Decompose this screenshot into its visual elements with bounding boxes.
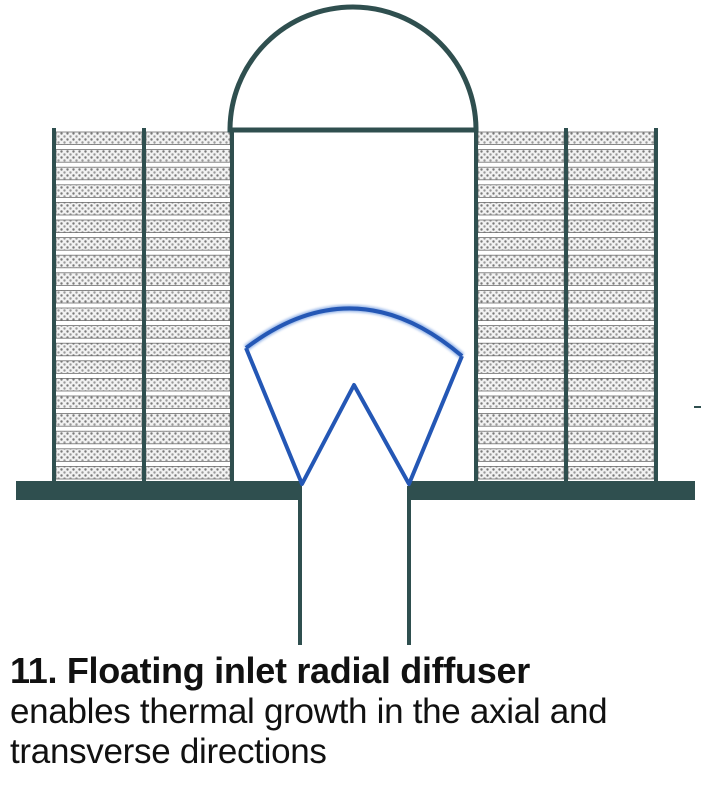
packing-slat [567, 254, 655, 269]
caption-title: 11. Floating inlet radial diffuser [10, 650, 530, 691]
packing-slat [567, 131, 655, 146]
packing-slat [477, 465, 565, 480]
packing-slat [567, 184, 655, 198]
packing-slat [55, 448, 143, 462]
packing-slat [55, 166, 143, 181]
packing-slat [567, 272, 655, 286]
packing-slat [477, 395, 565, 410]
packing-slat [145, 149, 231, 163]
figure-caption: 11. Floating inlet radial diffuser enabl… [10, 650, 700, 772]
packing-slat [477, 448, 565, 462]
packing-slat [477, 219, 565, 234]
packing-slat [55, 289, 143, 304]
packing-slat [55, 149, 143, 163]
packing-slat [145, 254, 231, 269]
packing-slat [567, 360, 655, 374]
packing-slat [477, 201, 565, 216]
packing-slat [477, 184, 565, 198]
packing-slat [55, 342, 143, 357]
packing-slat [477, 377, 565, 392]
packing-slat [145, 377, 231, 392]
packing-slat [55, 395, 143, 410]
packing-slat [145, 342, 231, 357]
packing-slat [145, 219, 231, 234]
packing-slat [477, 430, 565, 445]
packing-slat [567, 448, 655, 462]
packing-slat [145, 413, 231, 427]
packing-slat [55, 465, 143, 480]
packing-slat [55, 413, 143, 427]
packing-slat [145, 465, 231, 480]
packing-slat [567, 395, 655, 410]
packing-slat [477, 289, 565, 304]
packing-slat [145, 131, 231, 146]
packing-slat [477, 360, 565, 374]
packing-slat [145, 395, 231, 410]
packing-slat [145, 289, 231, 304]
packing-slat [145, 201, 231, 216]
packing-slat [55, 184, 143, 198]
packing-slat [145, 360, 231, 374]
packing-slat [145, 325, 231, 339]
packing-slat [567, 289, 655, 304]
packing-slat [145, 184, 231, 198]
packing-slat [145, 430, 231, 445]
packing-slat [567, 219, 655, 234]
packing-slat [145, 237, 231, 251]
packing-slat [145, 307, 231, 322]
packing-slat [477, 325, 565, 339]
packing-slat [567, 325, 655, 339]
packing-slat [55, 237, 143, 251]
packing-slat [55, 307, 143, 322]
packing-slat [477, 254, 565, 269]
packing-slat [567, 465, 655, 480]
packing-slat [55, 377, 143, 392]
top-dome [227, 4, 479, 133]
packing-slat [55, 131, 143, 146]
packing-slat [55, 201, 143, 216]
packing-slat [477, 149, 565, 163]
right-packing-stack [477, 131, 655, 480]
base-plate-left [16, 481, 301, 500]
packing-slat [567, 377, 655, 392]
packing-slat [567, 307, 655, 322]
packing-slat [55, 254, 143, 269]
packing-slat [477, 342, 565, 357]
packing-slat [567, 430, 655, 445]
packing-slat [477, 272, 565, 286]
packing-slat [145, 448, 231, 462]
packing-slat [567, 201, 655, 216]
packing-slat [567, 413, 655, 427]
packing-slat [55, 219, 143, 234]
packing-slat [477, 131, 565, 146]
module-frames [52, 128, 658, 484]
caption-body: enables thermal growth in the axial and … [10, 692, 608, 771]
floating-radial-diffuser [243, 304, 465, 486]
packing-slat [477, 166, 565, 181]
packing-slat [145, 166, 231, 181]
packing-slat [55, 272, 143, 286]
packing-slat [567, 342, 655, 357]
packing-slat [55, 360, 143, 374]
packing-slat [477, 413, 565, 427]
diffuser-diagram [16, 4, 701, 645]
packing-slat [567, 237, 655, 251]
packing-slat [55, 325, 143, 339]
packing-slat [477, 307, 565, 322]
packing-slat [55, 430, 143, 445]
packing-slat [477, 237, 565, 251]
packing-slat [567, 149, 655, 163]
base-plate-right [409, 481, 695, 500]
packing-slat [567, 166, 655, 181]
packing-slat [145, 272, 231, 286]
